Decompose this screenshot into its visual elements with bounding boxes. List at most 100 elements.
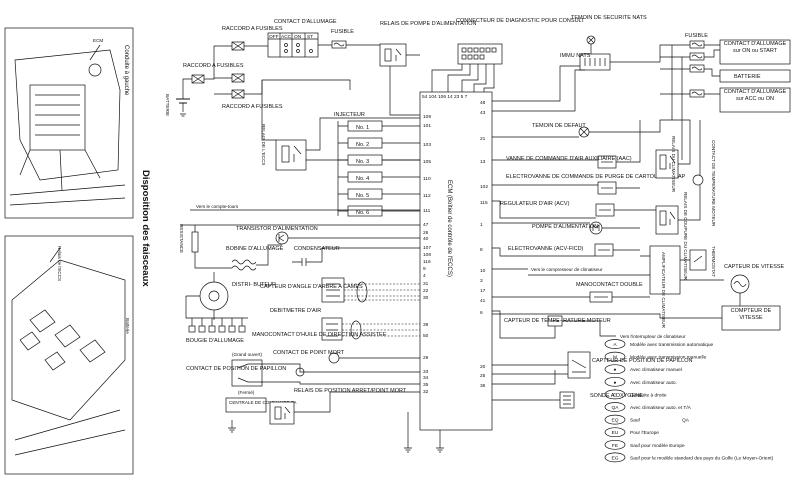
engine-temp-switch-label: CONTACT DE TEMPERATURE MOTEUR <box>711 140 716 227</box>
legend-symbol: D <box>613 392 617 398</box>
resistance-label: RESISTANCE <box>179 224 184 253</box>
svg-text:35: 35 <box>423 382 429 388</box>
injectors <box>337 120 420 217</box>
batterie-right-label: BATTERIE <box>734 74 761 80</box>
legend-text: Modèle avec transmission automatique <box>630 342 714 348</box>
battery-symbol <box>176 82 190 117</box>
svg-text:116: 116 <box>423 259 431 265</box>
batterie-caption: Batterie <box>125 318 130 334</box>
legend-symbol-frame <box>604 427 626 438</box>
legend-symbol-frame <box>604 339 626 349</box>
ac-amplifier <box>649 245 681 295</box>
ecm-box <box>419 91 493 431</box>
svg-text:103: 103 <box>423 142 431 148</box>
nats-lamp <box>586 35 596 45</box>
pump-label: POMPE D'ALIMENTATION <box>532 224 598 230</box>
legend-symbol: EU <box>612 430 619 436</box>
contact-acc-on-box <box>719 87 791 113</box>
acv-valve <box>594 243 614 257</box>
injector-5: No. 5 <box>356 193 369 199</box>
acv-label: ELECTROVANNE (ACV-FICD) <box>508 246 584 252</box>
fuse-top <box>331 40 347 49</box>
svg-text:41: 41 <box>480 298 486 304</box>
legend-symbol-frame <box>604 364 626 375</box>
svg-text:6: 6 <box>480 310 483 316</box>
svg-text:32: 32 <box>423 389 429 395</box>
regulator-label: REGULATEUR D'AIR (ACV) <box>500 201 570 207</box>
legend-symbol-frame <box>604 439 626 450</box>
amplifier-label: AMPLIFICATEUR DE CLIMATISEUR <box>661 252 666 329</box>
oil-switch-label: MANOCONTACT D'HUILE DE DIRECTION ASSISTE… <box>252 332 387 338</box>
ign-off-label: OFF <box>269 34 279 40</box>
ac-relay-label: RELAIS DU CLIMATISEUR <box>671 136 676 193</box>
air-regulator <box>595 203 615 217</box>
injector-2: No. 2 <box>356 142 369 148</box>
legend-symbol-frame <box>604 376 626 387</box>
svg-text:33: 33 <box>423 369 429 375</box>
ign-on-label: ON <box>294 34 302 40</box>
svg-text:29: 29 <box>423 355 429 361</box>
cam-sensor-label: CAPTEUR D'ANGLE D'ARBRE A CAMES <box>260 284 363 290</box>
ecm-top-pins: 54 104 106 14 23 5 7 <box>422 94 468 100</box>
neutral-switch <box>295 367 305 377</box>
fuse-raccord-2-label: RACCORD A FUSIBLES <box>222 26 283 32</box>
immu-label: IMMU NATS <box>560 53 591 59</box>
svg-text:30: 30 <box>423 295 429 301</box>
fuse-raccord-1-label: RACCORD A FUSIBLES <box>183 63 244 69</box>
cam-angle-sensor <box>321 277 345 303</box>
air-flow-meter <box>321 317 343 341</box>
svg-text:25: 25 <box>480 373 486 379</box>
legend-text: Avec climatiseur auto. <box>630 380 677 386</box>
legend-symbol: ● <box>614 368 617 373</box>
svg-text:9: 9 <box>423 266 426 272</box>
speed-sensor <box>730 274 750 294</box>
svg-text:107: 107 <box>423 245 431 251</box>
svg-text:50: 50 <box>423 333 429 339</box>
temp-sensor-label: CAPTEUR DE TEMPE- RATURE MOTEUR <box>504 318 611 324</box>
top-ecm-label: ECM <box>93 38 103 43</box>
control-unit-ta <box>225 397 267 413</box>
fuse-top-label: FUSIBLE <box>331 29 354 35</box>
eccs-relay-label: RELAIS DE L'ECCS <box>261 124 266 165</box>
ac-switch-label: Vers l'interrupteur de climatiseur <box>620 334 686 339</box>
distributor-label: DISTRI- BUTEUR <box>232 282 276 288</box>
engine-temp-switch <box>692 174 704 186</box>
o2-sensor-label: SONDE A OXYGENE <box>590 393 643 399</box>
ferme: (Fermé) <box>238 390 255 395</box>
svg-text:31: 31 <box>423 281 429 287</box>
svg-text:3: 3 <box>480 278 483 284</box>
fuse-link-3 <box>231 73 245 99</box>
legend-text: Sauf pour le modèle standard des pays du… <box>630 455 774 461</box>
grand-ouvert: (Grand ouvert) <box>232 352 262 357</box>
legend-symbol-frame <box>604 402 626 412</box>
ecm-left-pins: 109 101 103 105 110 112 111 47 26 40 107… <box>423 114 431 395</box>
power-transistor <box>275 231 289 245</box>
coil-label: BOBINE D'ALLUMAGE <box>226 246 284 252</box>
fuse-raccord-3-label: RACCORD A FUSIBLES <box>222 104 283 110</box>
svg-text:47: 47 <box>423 222 429 228</box>
ground-symbols <box>228 412 444 453</box>
speed-sensor-label: CAPTEUR DE VITESSE <box>724 264 785 270</box>
transistor-label: TRANSISTOR D'ALIMENTATION <box>236 226 318 232</box>
oil-pressure-switch <box>328 352 420 364</box>
top-caption: Conduite à gauche <box>123 45 129 96</box>
legend-symbol-frame <box>604 351 626 362</box>
legend-symbol: FE <box>612 443 618 449</box>
fuse-link-2 <box>231 41 245 51</box>
svg-text:20: 20 <box>480 364 486 370</box>
resistance <box>191 231 199 253</box>
contact-on-start-label: CONTACT D'ALLUMAGE sur ON ou START <box>723 41 787 54</box>
ecm-label: ECM (Boîtier de contrôle de l'ECCS) <box>446 180 452 277</box>
eccs-relay <box>275 139 307 171</box>
compressor-label: Vers le compresseur de climatiseur <box>531 267 603 272</box>
legend-text: Conduite à droite <box>630 392 667 398</box>
svg-text:115: 115 <box>480 200 488 206</box>
air-flow-label: DEBITMETRE D'AIR <box>270 308 321 314</box>
legend-symbol-frame <box>604 414 626 425</box>
contact-on-start-box <box>719 39 791 65</box>
centrale-label: CENTRALE DE COMMANDE TA <box>229 400 297 405</box>
top-harness-panel <box>4 27 134 219</box>
